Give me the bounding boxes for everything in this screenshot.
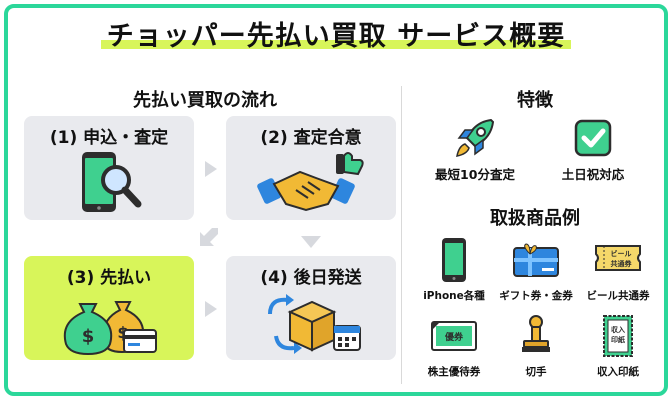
product-label: 収入印紙 [597, 366, 639, 378]
product-iphone: iPhone各種 [412, 236, 496, 303]
revenue-stamp-icon: 収入 印紙 [603, 315, 633, 357]
section-divider [401, 86, 402, 384]
arrow-right-icon [202, 160, 220, 182]
step-card-ship: (4) 後日発送 [226, 256, 396, 360]
step-card-agree: (2) 査定合意 [226, 116, 396, 220]
stamp-icon [522, 315, 550, 352]
feature-label: 最短10分査定 [435, 167, 515, 182]
phone-search-icon [24, 150, 194, 216]
product-label: iPhone各種 [423, 290, 485, 302]
products-heading: 取扱商品例 [490, 208, 580, 229]
money-bags-icon: $ $ [24, 290, 194, 356]
step-card-apply: (1) 申込・査定 [24, 116, 194, 220]
svg-text:$: $ [82, 326, 95, 347]
product-label: ビール共通券 [586, 290, 650, 302]
page-title: チョッパー先払い買取 サービス概要 [0, 14, 672, 53]
rocket-icon [456, 118, 495, 157]
beer-ticket-text-line2: 共通券 [611, 259, 633, 268]
revenue-stamp-text-line2: 印紙 [611, 335, 625, 344]
product-revenue-stamp: 収入 印紙 収入印紙 [576, 312, 660, 379]
product-shareholder-voucher: 優券 株主優待券 [412, 312, 496, 379]
step-card-prepay: (3) 先払い $ $ [24, 256, 194, 360]
beer-ticket-icon: ビール 共通券 [595, 245, 641, 271]
step-label: (3) 先払い [66, 268, 152, 288]
feature-fast-appraisal: 最短10分査定 [420, 116, 530, 183]
product-label: 切手 [525, 366, 547, 378]
handshake-icon [226, 150, 396, 216]
features-heading: 特徴 [517, 90, 553, 111]
product-label: 株主優待券 [427, 366, 481, 378]
flow-heading: 先払い買取の流れ [133, 90, 277, 111]
gift-card-icon [513, 243, 559, 277]
box-calendar-icon [226, 290, 396, 356]
step-label: (4) 後日発送 [260, 268, 362, 288]
feature-weekend: 土日祝対応 [538, 116, 648, 183]
smartphone-icon [442, 238, 466, 282]
product-stamp: 切手 [494, 312, 578, 379]
shareholder-voucher-icon: 優券 [431, 321, 477, 351]
product-label: ギフト券・金券 [499, 290, 573, 302]
arrow-right-icon [202, 300, 220, 322]
feature-label: 土日祝対応 [561, 167, 625, 182]
beer-ticket-text-line1: ビール [611, 249, 632, 258]
checkbox-icon [574, 119, 612, 157]
arrow-down-left-icon [198, 226, 220, 252]
revenue-stamp-text-line1: 収入 [611, 325, 625, 334]
step-label: (1) 申込・査定 [49, 128, 169, 148]
product-gift-card: ギフト券・金券 [494, 236, 578, 303]
product-beer-ticket: ビール 共通券 ビール共通券 [576, 236, 660, 303]
arrow-down-icon [300, 234, 322, 254]
step-label: (2) 査定合意 [260, 128, 362, 148]
voucher-text: 優券 [444, 331, 464, 343]
svg-text:$: $ [117, 323, 128, 342]
